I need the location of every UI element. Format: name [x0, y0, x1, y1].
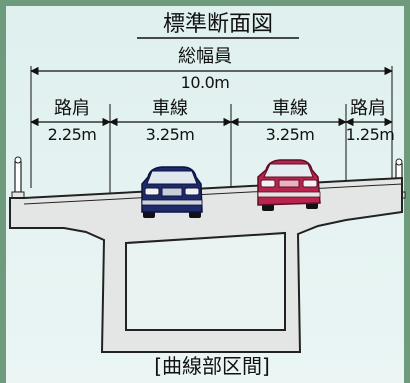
pavement-line	[23, 183, 403, 205]
top-border	[0, 0, 410, 6]
car-front-red	[257, 159, 321, 211]
section-caption: [曲線部区間]	[154, 354, 270, 378]
total-width-value: 10.0m	[181, 73, 230, 92]
box-girder-void	[125, 231, 286, 331]
car-front-blue	[141, 166, 203, 218]
section-width-lane-right: 3.25m	[266, 125, 315, 144]
section-label-lane-right: 車線	[272, 98, 308, 119]
guard-post-left	[11, 156, 25, 199]
section-label-lane-left: 車線	[152, 98, 188, 119]
right-border	[404, 0, 410, 383]
section-width-shoulder-left: 2.25m	[48, 125, 97, 144]
section-label-shoulder-left: 路肩	[54, 98, 90, 119]
diagram-title: 標準断面図	[163, 12, 273, 37]
total-width-label: 総幅員	[178, 46, 232, 67]
section-width-lane-left: 3.25m	[146, 125, 195, 144]
section-width-shoulder-right: 1.25m	[346, 125, 395, 144]
section-label-shoulder-right: 路肩	[350, 98, 386, 119]
left-border	[0, 0, 6, 383]
